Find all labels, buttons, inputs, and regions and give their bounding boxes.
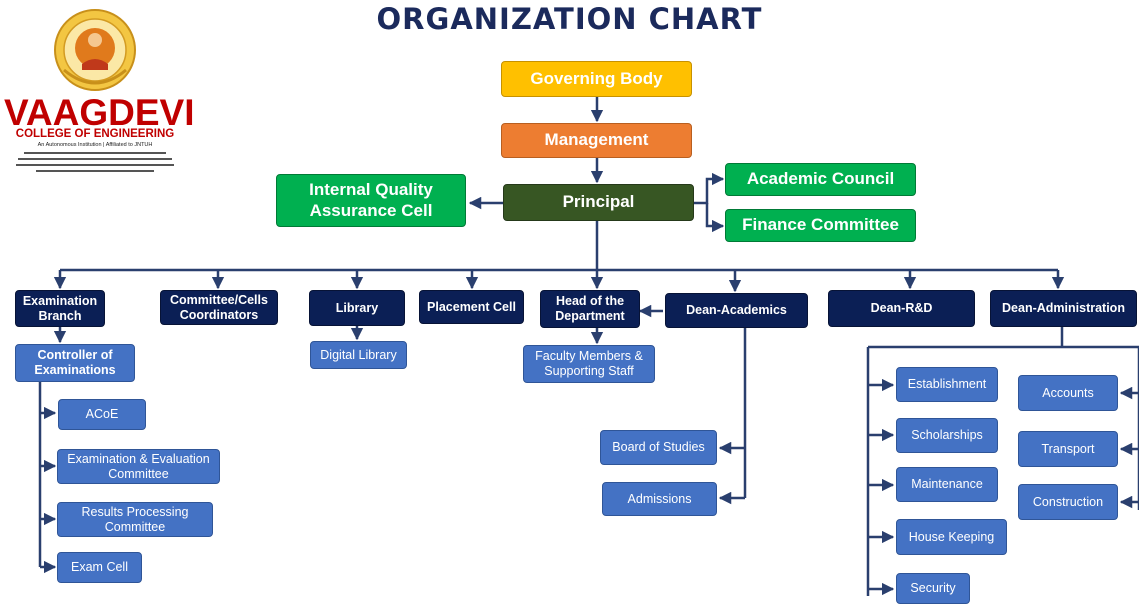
node-exam-evaluation-committee: Examination & Evaluation Committee <box>57 449 220 484</box>
node-head-of-department: Head of the Department <box>540 290 640 328</box>
logo-subtitle: COLLEGE OF ENGINEERING <box>15 128 175 140</box>
logo-wordmark: VAAGDEVI <box>4 92 195 133</box>
node-principal: Principal <box>503 184 694 221</box>
node-acoe: ACoE <box>58 399 146 430</box>
emblem-icon <box>54 9 136 91</box>
page-title: ORGANIZATION CHART <box>376 2 763 36</box>
node-dean-administration: Dean-Administration <box>990 290 1137 327</box>
node-placement-cell: Placement Cell <box>419 290 524 324</box>
node-results-processing-committee: Results Processing Committee <box>57 502 213 537</box>
node-dean-academics: Dean-Academics <box>665 293 808 328</box>
node-finance-committee: Finance Committee <box>725 209 916 242</box>
node-management: Management <box>501 123 692 158</box>
node-committee-cells: Committee/Cells Coordinators <box>160 290 278 325</box>
node-dean-rd: Dean-R&D <box>828 290 975 327</box>
node-academic-council: Academic Council <box>725 163 916 196</box>
node-scholarships: Scholarships <box>896 418 998 453</box>
node-establishment: Establishment <box>896 367 998 402</box>
node-library: Library <box>309 290 405 326</box>
node-admissions: Admissions <box>602 482 717 516</box>
node-exam-cell: Exam Cell <box>57 552 142 583</box>
node-examination-branch: Examination Branch <box>15 290 105 327</box>
node-house-keeping: House Keeping <box>896 519 1007 555</box>
node-security: Security <box>896 573 970 604</box>
node-board-of-studies: Board of Studies <box>600 430 717 465</box>
node-governing-body: Governing Body <box>501 61 692 97</box>
node-maintenance: Maintenance <box>896 467 998 502</box>
node-iqac: Internal Quality Assurance Cell <box>276 174 466 227</box>
node-construction: Construction <box>1018 484 1118 520</box>
node-accounts: Accounts <box>1018 375 1118 411</box>
logo-fine-print <box>16 152 174 172</box>
node-faculty-members: Faculty Members & Supporting Staff <box>523 345 655 383</box>
node-controller-of-examinations: Controller of Examinations <box>15 344 135 382</box>
node-digital-library: Digital Library <box>310 341 407 369</box>
node-transport: Transport <box>1018 431 1118 467</box>
college-logo: VAAGDEVI COLLEGE OF ENGINEERING An Auton… <box>4 8 195 180</box>
logo-tagline: An Autonomous Institution | Affiliated t… <box>37 142 153 148</box>
